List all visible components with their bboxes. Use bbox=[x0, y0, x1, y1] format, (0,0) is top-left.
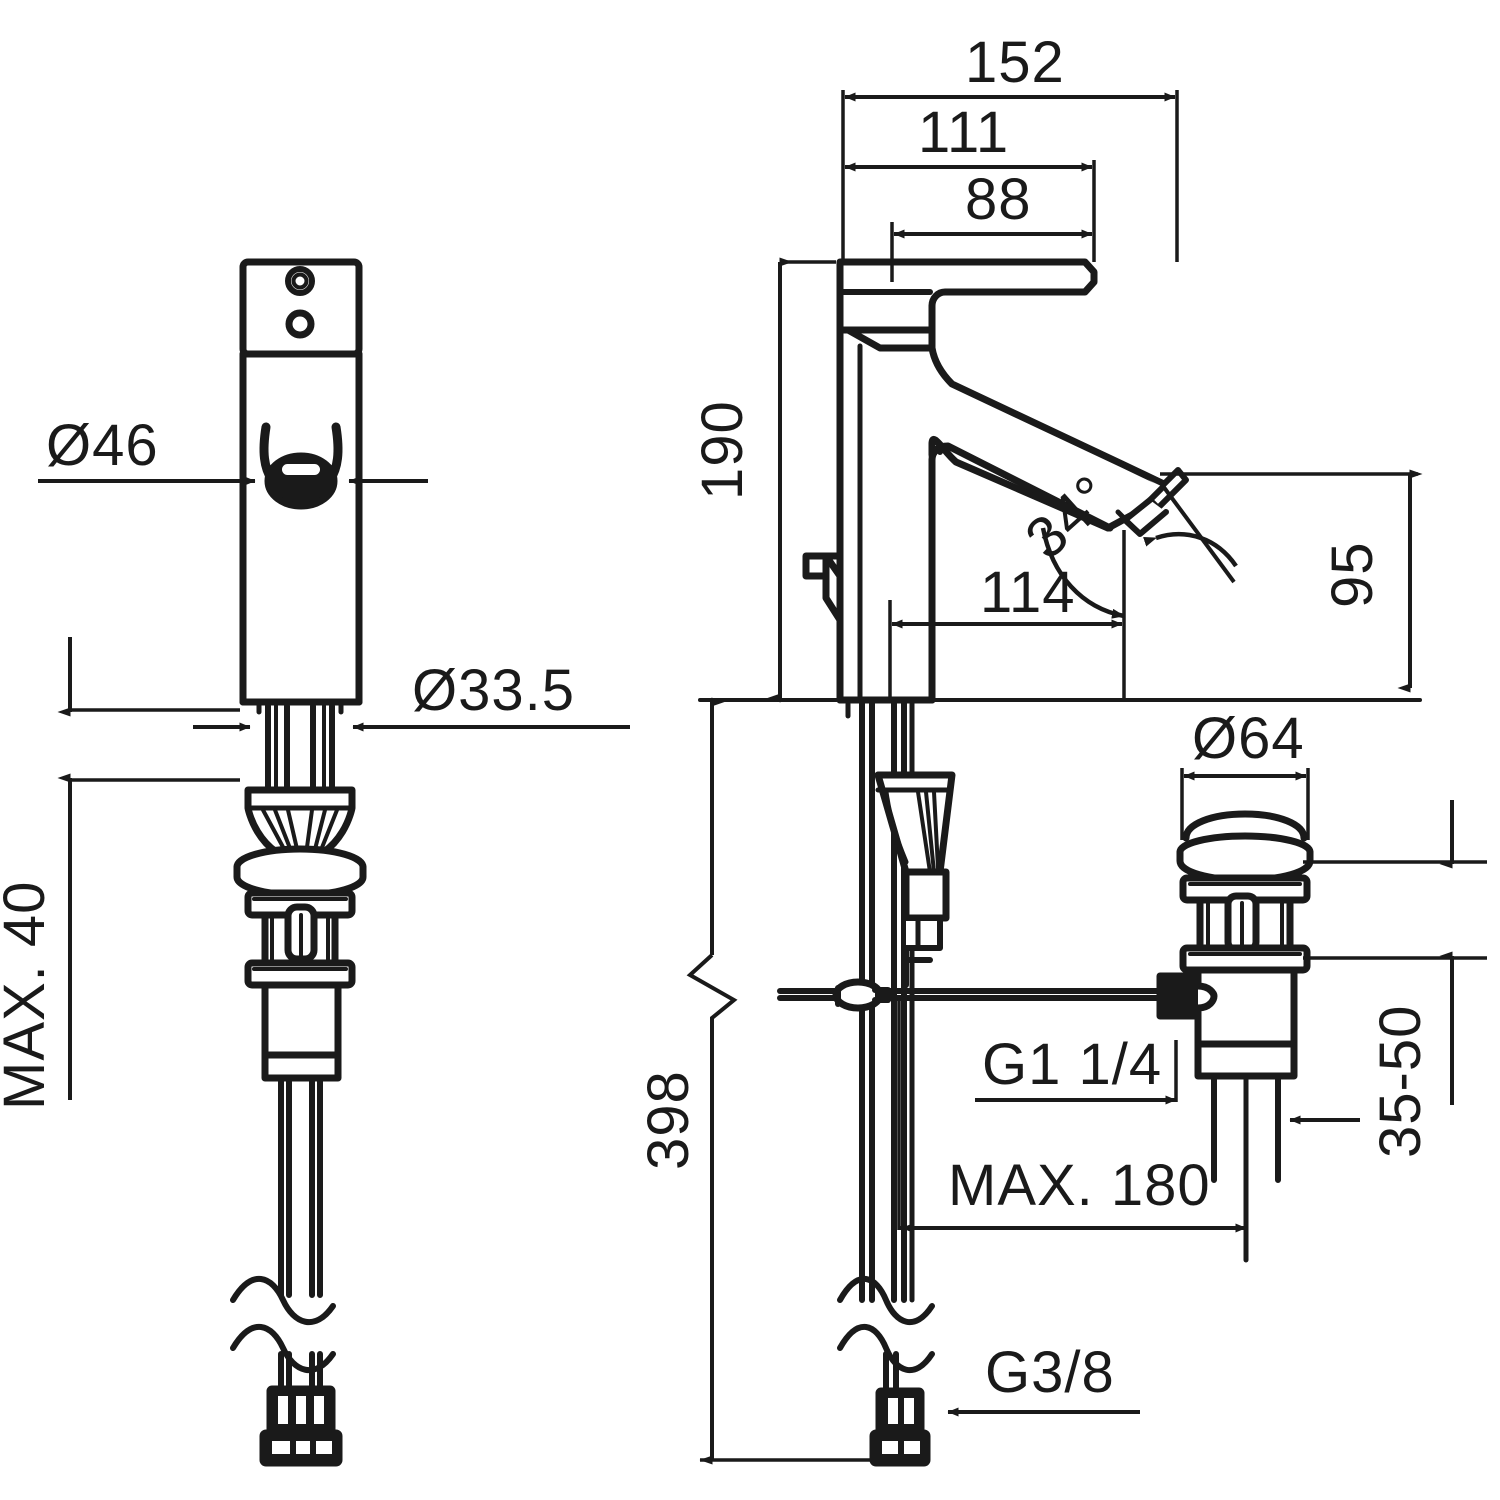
waste-view-dimension-labels: Ø64 35-50 bbox=[1192, 706, 1433, 1158]
dim-label-w114: 114 bbox=[980, 560, 1075, 625]
waste-view bbox=[1156, 810, 1314, 1263]
dim-h95 bbox=[1160, 469, 1423, 693]
dim-label-max40: MAX. 40 bbox=[0, 881, 57, 1110]
front-break-lines bbox=[230, 1276, 336, 1374]
dim-label-h398: 398 bbox=[636, 1070, 701, 1170]
dim-label-w111: 111 bbox=[918, 100, 1009, 165]
dim-label-h95: 95 bbox=[1320, 541, 1385, 608]
side-spout-lower-wall bbox=[928, 442, 1114, 704]
side-view-dimensions bbox=[686, 90, 1423, 1465]
side-conical-washer bbox=[874, 771, 956, 876]
front-hose-connectors bbox=[259, 1351, 343, 1467]
dim-label-w152: 152 bbox=[965, 30, 1065, 95]
waste-view-dimensions bbox=[1180, 768, 1487, 1125]
side-pullrod-knob bbox=[802, 552, 844, 624]
side-view bbox=[698, 258, 1422, 1467]
side-aerator bbox=[1104, 461, 1189, 537]
front-lower-cylinder bbox=[261, 981, 342, 1082]
waste-lever-port bbox=[1156, 972, 1218, 1020]
side-waste-pullrod bbox=[777, 978, 1178, 1012]
front-view-dimensions bbox=[38, 476, 630, 1100]
dim-label-h3550: 35-50 bbox=[1368, 1005, 1433, 1158]
waste-lower-flange bbox=[1179, 944, 1311, 974]
side-lever-handle bbox=[836, 258, 1098, 352]
dim-max40 bbox=[57, 637, 240, 1100]
front-flex-hoses bbox=[278, 1075, 323, 1298]
dim-label-g114: G1 1/4 bbox=[982, 1032, 1162, 1097]
dim-label-d46: Ø46 bbox=[46, 413, 159, 478]
dim-label-max180: MAX. 180 bbox=[948, 1153, 1211, 1218]
dim-label-d335: Ø33.5 bbox=[412, 658, 575, 723]
front-gasket bbox=[233, 845, 367, 899]
side-rear-column bbox=[836, 288, 863, 704]
side-break-lines bbox=[837, 1276, 935, 1374]
waste-body-stem bbox=[1196, 892, 1294, 954]
dim-label-g38: G3/8 bbox=[985, 1340, 1115, 1405]
front-handle-block bbox=[239, 258, 363, 358]
dim-d64 bbox=[1180, 768, 1310, 840]
dim-g114-leader bbox=[975, 1040, 1178, 1105]
side-hose-connector bbox=[869, 1351, 931, 1467]
front-threaded-shank bbox=[256, 699, 344, 793]
dim-a34 bbox=[1040, 480, 1238, 619]
dim-label-d64: Ø64 bbox=[1192, 706, 1305, 771]
waste-cap bbox=[1176, 810, 1314, 884]
front-lower-washer bbox=[244, 959, 356, 989]
front-spout-outlet bbox=[259, 422, 343, 510]
front-view-dimension-labels: Ø46 Ø33.5 MAX. 40 bbox=[0, 413, 575, 1110]
dim-h3550 bbox=[1303, 800, 1487, 1105]
dim-label-h190: 190 bbox=[690, 400, 755, 500]
dim-max180 bbox=[897, 998, 1248, 1233]
dim-h190 bbox=[767, 257, 836, 703]
dim-label-w88: 88 bbox=[965, 167, 1032, 232]
front-view bbox=[230, 258, 367, 1467]
dim-h398 bbox=[686, 697, 930, 1465]
side-fixing-nut bbox=[902, 868, 950, 988]
dim-w114 bbox=[888, 530, 1126, 700]
